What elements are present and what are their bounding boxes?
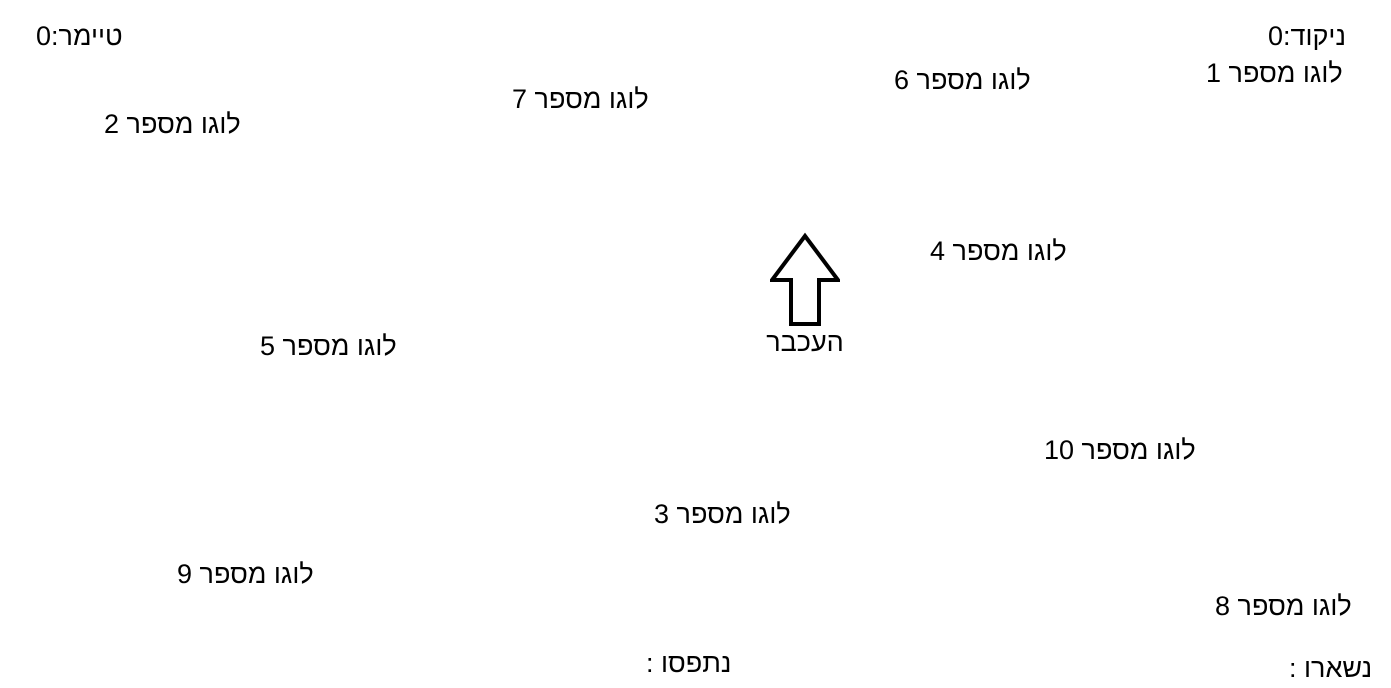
- logo-target-1[interactable]: לוגו מספר 1: [1206, 58, 1343, 88]
- logo-target-5[interactable]: לוגו מספר 5: [260, 331, 397, 361]
- logo-target-10[interactable]: לוגו מספר 10: [1044, 435, 1196, 465]
- logo-target-3[interactable]: לוגו מספר 3: [654, 499, 791, 529]
- timer-display: טיימר:0: [36, 21, 123, 51]
- remaining-counter: נשארו :: [1289, 653, 1373, 683]
- player-label: העכבר: [766, 327, 844, 357]
- caught-counter: נתפסו :: [646, 648, 732, 678]
- logo-target-7[interactable]: לוגו מספר 7: [512, 84, 649, 114]
- logo-target-8[interactable]: לוגו מספר 8: [1215, 591, 1352, 621]
- logo-target-2[interactable]: לוגו מספר 2: [104, 109, 241, 139]
- up-arrow-icon: [770, 232, 840, 326]
- logo-target-4[interactable]: לוגו מספר 4: [930, 236, 1067, 266]
- logo-target-9[interactable]: לוגו מספר 9: [177, 559, 314, 589]
- player-cursor[interactable]: העכבר: [760, 232, 850, 362]
- score-display: ניקוד:0: [1268, 21, 1346, 51]
- logo-target-6[interactable]: לוגו מספר 6: [894, 65, 1031, 95]
